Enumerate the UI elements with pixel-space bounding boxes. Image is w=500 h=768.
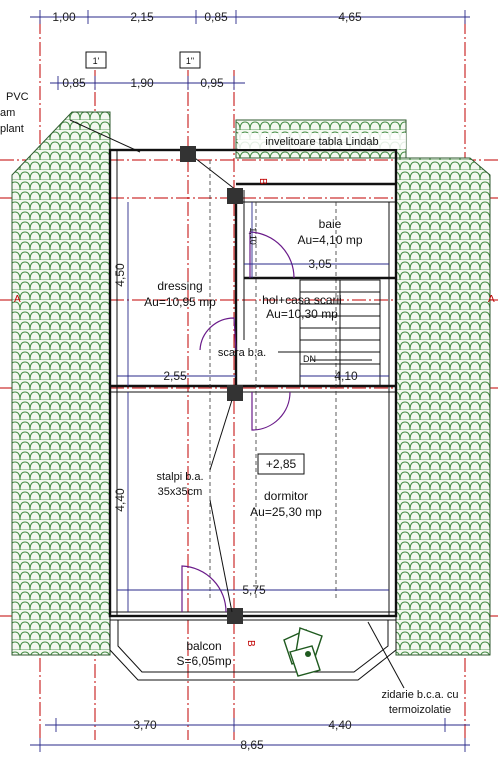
room-labels: dressing Au=10,95 mp baie Au=4,10 mp hol… — [144, 217, 363, 668]
section-a-left: A — [14, 294, 21, 305]
room-hall-name: hol+casa scarii — [262, 293, 342, 307]
plant-symbol — [283, 627, 323, 677]
roof-tiles — [11, 111, 491, 656]
note-plant: plant — [0, 123, 24, 135]
room-bedroom-area: Au=25,30 mp — [250, 505, 322, 519]
stair-direction: DN — [303, 354, 316, 364]
stair-label: scara b.a. — [218, 347, 266, 359]
room-balcony-name: balcon — [186, 639, 221, 653]
dim-top-3: 0,85 — [204, 10, 228, 24]
left-notes: PVC am plant — [0, 91, 29, 135]
dim-second-3: 0,95 — [200, 76, 224, 90]
axis-tag-2: 1" — [186, 56, 194, 66]
room-hall-area: Au=10,30 mp — [266, 307, 338, 321]
room-dressing-name: dressing — [157, 279, 202, 293]
dim-bottom-1: 3,70 — [133, 718, 157, 732]
dim-dressing-height: 4,50 — [113, 263, 127, 287]
dim-total: 8,65 — [240, 738, 264, 752]
axis-tags: 1' 1" — [85, 51, 201, 69]
room-bath-area: Au=4,10 mp — [297, 233, 362, 247]
hidden-lines — [209, 160, 337, 600]
doors — [181, 231, 295, 613]
interior-dimensions: 4,50 4,40 1,10 3,05 2,55 4,10 5,75 — [113, 202, 389, 612]
walls — [69, 119, 398, 621]
columns-label: stalpi b.a. — [156, 471, 203, 483]
dim-top-2: 2,15 — [130, 10, 154, 24]
dim-second-2: 1,90 — [130, 76, 154, 90]
section-a-right: A — [488, 294, 495, 305]
axis-tag-1: 1' — [93, 56, 100, 66]
annotations: scara b.a. DN stalpi b.a. 35x35cm +2,85 … — [156, 347, 458, 716]
wall-note-line-2: termoizolatie — [389, 704, 451, 716]
dim-bath-width: 3,05 — [308, 257, 332, 271]
dim-top-4: 4,65 — [338, 10, 362, 24]
dim-bottom-2: 4,40 — [328, 718, 352, 732]
wall-note-line-1: zidarie b.c.a. cu — [381, 689, 458, 701]
section-b-top: B — [257, 178, 268, 185]
bottom-dimension-row: 3,70 4,40 8,65 — [30, 718, 470, 752]
columns-size: 35x35cm — [158, 486, 203, 498]
dim-bedroom-width: 5,75 — [242, 583, 266, 597]
balcony — [109, 616, 397, 681]
room-balcony-area: S=6,05mp — [176, 654, 231, 668]
top-dimension-row: 1,00 2,15 0,85 4,65 — [30, 10, 470, 24]
room-dressing-area: Au=10,95 mp — [144, 295, 216, 309]
level-marker: +2,85 — [266, 457, 297, 471]
roof-label: invelitoare tabla Lindab — [265, 136, 378, 148]
section-markers: A A B B — [14, 178, 495, 647]
section-b-bottom: B — [245, 640, 256, 647]
second-dimension-row: 0,85 1,90 0,95 — [50, 76, 245, 90]
dim-second-1: 0,85 — [62, 76, 86, 90]
columns — [180, 146, 243, 624]
dim-dressing-width: 2,55 — [163, 369, 187, 383]
dim-stair-width: 4,10 — [334, 369, 358, 383]
note-am: am — [0, 107, 15, 119]
room-bath-name: baie — [319, 217, 342, 231]
dim-bath-height: 1,10 — [248, 227, 258, 245]
dim-top-1: 1,00 — [52, 10, 76, 24]
note-pvc: PVC — [6, 91, 29, 103]
dim-bedroom-height: 4,40 — [113, 488, 127, 512]
room-bedroom-name: dormitor — [264, 489, 308, 503]
